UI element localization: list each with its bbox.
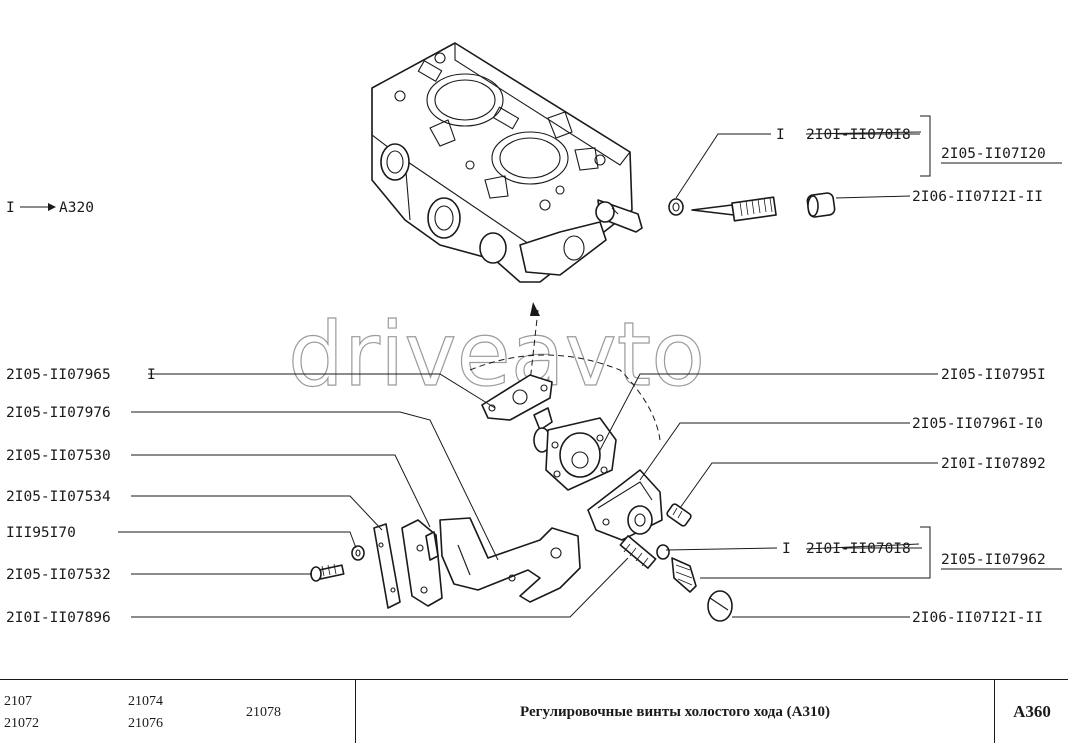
label-assembly-top: 2I05-II07I20	[941, 146, 1046, 162]
plate	[373, 523, 401, 609]
exploded-parts-diagram: driveavto I A320	[6, 42, 1062, 626]
label-gasket: 2I05-II07965	[6, 367, 111, 383]
reference-arrow-head	[48, 203, 56, 211]
housing-cover	[587, 469, 663, 541]
label-valve-body: 2I05-II0796I-I0	[912, 416, 1043, 432]
idle-valve	[533, 407, 553, 453]
label-screw-top-qty: I	[776, 127, 785, 143]
watermark-text: driveavto	[288, 303, 705, 406]
mounting-bracket	[401, 519, 443, 607]
label-screw-bottom: 2I0I-II07896	[6, 610, 111, 626]
footer-divider	[355, 680, 356, 743]
label-bracket: 2I05-II07530	[6, 448, 111, 464]
label-plug-top: 2I06-II07I2I-II	[912, 189, 1043, 205]
label-screw-right: 2I0I-II07892	[941, 456, 1046, 472]
nut	[351, 545, 365, 561]
reference-index: I	[6, 200, 15, 216]
mounting-axis-arrow	[530, 302, 540, 316]
model-2107: 2107	[4, 694, 32, 709]
label-nut: III95I70	[6, 525, 76, 541]
throttle-lever	[439, 517, 581, 603]
label-plate: 2I05-II07534	[6, 489, 111, 505]
label-bolt: 2I05-II07532	[6, 567, 111, 583]
label-gasket-qty: I	[147, 367, 156, 383]
page-code: А360	[1013, 702, 1051, 721]
label-plug-bottom: 2I06-II07I2I-II	[912, 610, 1043, 626]
long-screw	[619, 535, 657, 569]
bolt	[310, 563, 345, 582]
model-21076: 21076	[128, 716, 163, 731]
label-screw-bottom-right: 2I0I-II070I8	[806, 541, 911, 557]
label-assembly-bottom: 2I05-II07962	[941, 552, 1046, 568]
label-lever: 2I05-II07976	[6, 405, 111, 421]
footer-divider	[994, 680, 995, 743]
valve-body	[545, 417, 617, 491]
lower-screw-set	[656, 544, 733, 622]
label-screw-bottom-qty: I	[782, 541, 791, 557]
label-screw-top: 2I0I-II070I8	[806, 127, 911, 143]
model-21074: 21074	[128, 694, 163, 709]
model-21078: 21078	[246, 705, 281, 720]
footer-title-block: 2107 21072 21074 21076 21078 Регулировоч…	[0, 679, 1068, 743]
label-valve: 2I05-II0795I	[941, 367, 1046, 383]
reference-target: A320	[59, 200, 94, 216]
page-title: Регулировочные винты холостого хода (А31…	[520, 704, 830, 720]
model-21072: 21072	[4, 716, 39, 731]
leader-lines	[118, 115, 938, 618]
gasket	[481, 374, 553, 421]
upper-screw-set	[668, 192, 836, 222]
right-screw	[666, 503, 692, 527]
carburetor-body	[371, 42, 643, 283]
assembly-path	[469, 354, 661, 441]
